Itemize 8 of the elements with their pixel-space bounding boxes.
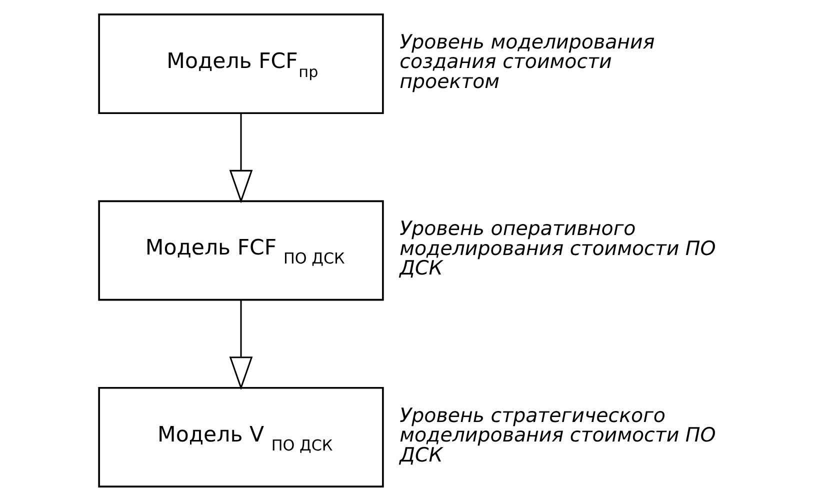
arrow — [229, 300, 253, 390]
node-box: Модель FCF$_{пр}$ — [98, 14, 384, 114]
node-label: Уровень моделирования создания стоимости проектом — [400, 30, 655, 93]
node-box: Модель V $_{ПО ДСК}$ — [98, 386, 384, 488]
arrow — [229, 114, 253, 204]
node-label: Уровень оперативного моделирования стоимости ПО ДСК — [400, 217, 716, 280]
node-box: Модель FCF $_{ПО ДСК}$ — [98, 200, 384, 301]
node-label: Уровень стратегического моделирования стоимости ПО ДСК — [400, 404, 716, 466]
